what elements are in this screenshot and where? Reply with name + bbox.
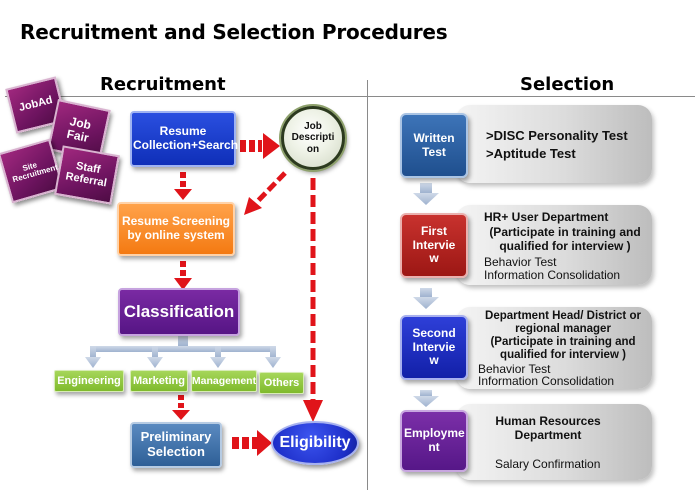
category-management-label: Management <box>191 374 257 387</box>
written-test-panel <box>456 105 652 183</box>
resume-collection-label: Resume Collection+Search <box>133 124 239 152</box>
first-interview-subtitle: (Participate in training and qualified f… <box>489 225 641 254</box>
card-jobfair-label: Job Fair <box>65 114 93 146</box>
preliminary-selection-box: Preliminary Selection <box>130 422 222 468</box>
employment-panel <box>456 404 652 480</box>
classification-label: Classification <box>123 302 235 322</box>
step-first-interview-label: First Intervie w <box>412 223 456 266</box>
employment-title: Human Resources Department <box>495 414 601 443</box>
category-engineering: Engineering <box>54 370 124 392</box>
job-description-label: Job Descripti on <box>291 120 335 155</box>
card-site-label: Site Recruitment <box>11 159 59 185</box>
arrow-marketing-to-preliminary <box>172 395 190 420</box>
resume-screening-label: Resume Screening by online system <box>121 214 231 242</box>
arrow-collection-to-screening <box>174 172 192 200</box>
arrow-jd-to-screening <box>252 171 287 207</box>
classification-box: Classification <box>118 288 240 336</box>
category-engineering-label: Engineering <box>57 374 121 387</box>
card-staff-referral: Staff Referral <box>54 145 120 205</box>
step-employment-label: Employme nt <box>404 426 465 454</box>
resume-screening-box: Resume Screening by online system <box>117 202 235 256</box>
arrow-preliminary-to-eligibility <box>232 430 272 456</box>
first-interview-info: Information Consolidation <box>484 268 621 282</box>
category-management: Management <box>191 370 257 392</box>
job-description-node: Job Descripti on <box>281 106 345 170</box>
second-interview-panel <box>456 307 652 389</box>
step-written-test-label: Written Test <box>413 130 455 159</box>
written-test-item-aptitude: >Aptitude Test <box>486 146 576 161</box>
step-second-interview: Second Intervie w <box>400 315 468 380</box>
first-interview-title: HR+ User Department <box>484 210 609 224</box>
section-divider <box>367 80 368 490</box>
card-jobad-label: JobAd <box>17 94 54 115</box>
card-staff-label: Staff Referral <box>64 160 108 190</box>
written-test-item-disc: >DISC Personality Test <box>486 128 628 143</box>
page-title: Recruitment and Selection Procedures <box>20 20 448 44</box>
selection-arrows <box>413 183 439 407</box>
first-interview-behavior: Behavior Test <box>484 255 557 269</box>
step-employment: Employme nt <box>400 410 468 472</box>
first-interview-panel <box>456 205 652 285</box>
recruitment-heading: Recruitment <box>100 74 226 95</box>
selection-heading: Selection <box>520 74 615 95</box>
classification-tree <box>85 336 281 368</box>
header-divider <box>5 96 695 97</box>
category-marketing: Marketing <box>130 370 188 392</box>
second-interview-title: Department Head/ District or regional ma… <box>485 310 641 336</box>
arrow-jd-to-eligibility-head <box>303 400 323 422</box>
eligibility-label: Eligibility <box>279 434 351 451</box>
step-written-test: Written Test <box>400 113 468 178</box>
arrow-to-job-description <box>240 133 280 159</box>
eligibility-node: Eligibility <box>271 421 359 465</box>
step-second-interview-label: Second Intervie w <box>412 325 456 368</box>
step-first-interview: First Intervie w <box>400 213 468 278</box>
category-marketing-label: Marketing <box>133 374 185 387</box>
resume-collection-box: Resume Collection+Search <box>130 111 239 167</box>
arrow-screening-to-classification <box>174 261 192 290</box>
second-interview-subtitle: (Participate in training and qualified f… <box>490 336 636 362</box>
category-others-label: Others <box>263 376 300 389</box>
arrow-jd-to-screening-head <box>244 197 262 215</box>
employment-salary: Salary Confirmation <box>495 457 601 471</box>
preliminary-selection-label: Preliminary Selection <box>140 429 212 459</box>
category-others: Others <box>259 372 304 394</box>
second-interview-info: Information Consolidation <box>478 374 615 388</box>
second-interview-behavior: Behavior Test <box>478 362 551 376</box>
